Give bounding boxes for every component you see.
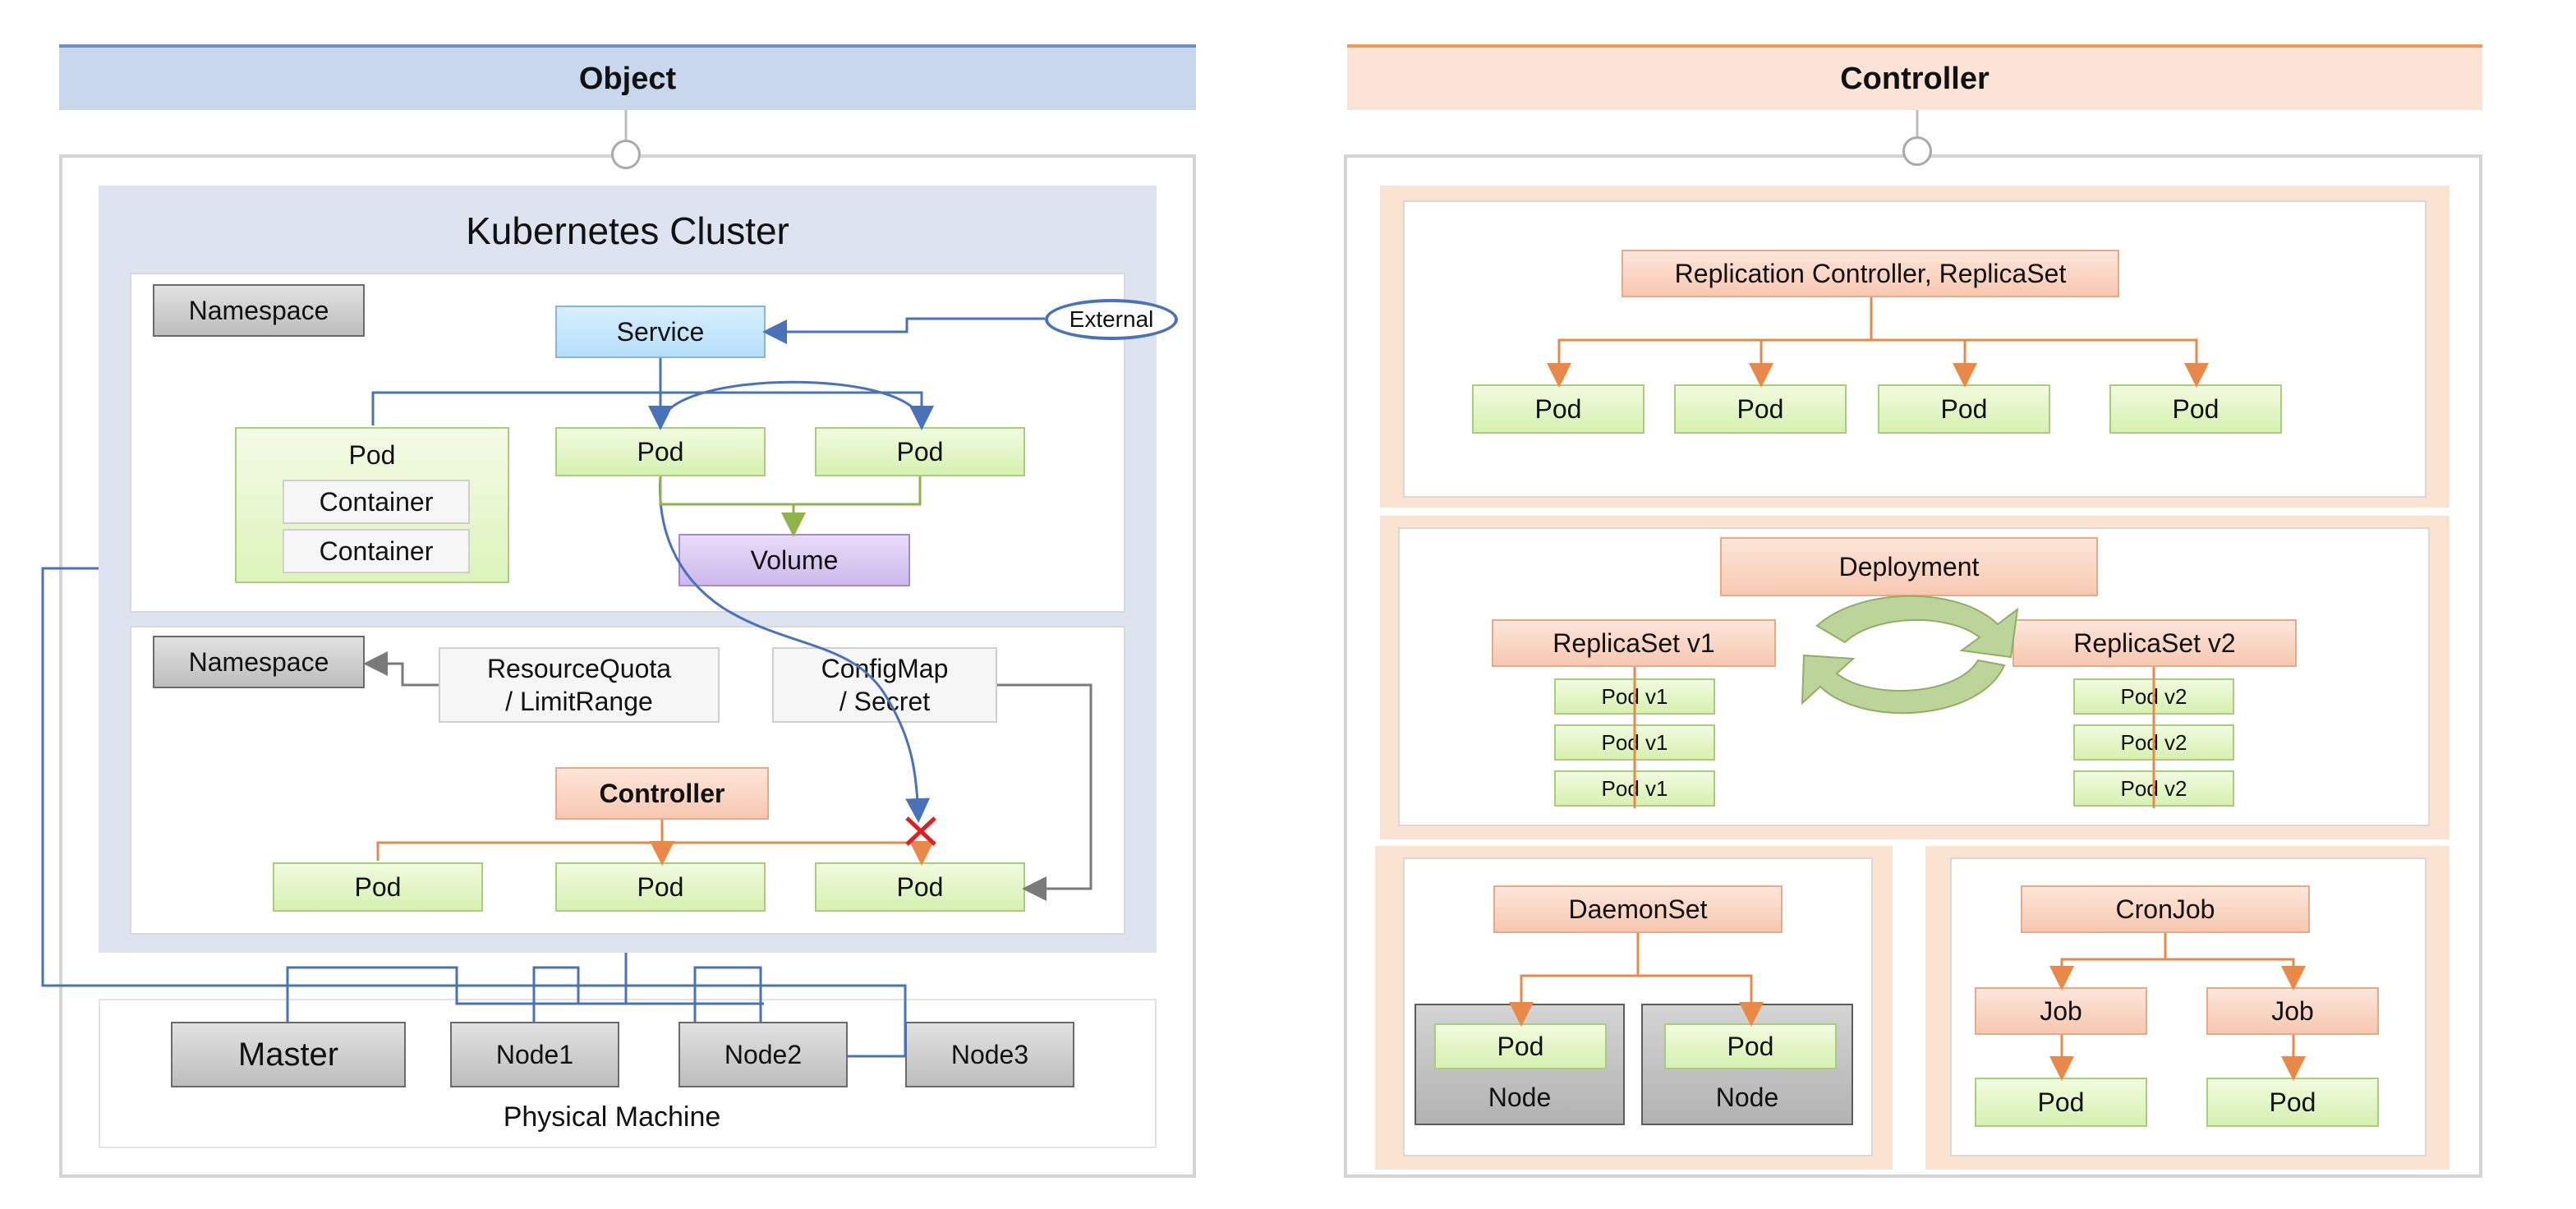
replicaset-links	[1633, 667, 2155, 808]
rolling-update-cycle-icon	[1801, 595, 2019, 715]
namespace-2-label: Namespace	[153, 636, 365, 688]
object-header: Object	[59, 44, 1196, 110]
cronjob-links	[2049, 933, 2306, 1081]
node-links	[41, 567, 907, 1058]
object-header-label: Object	[578, 61, 677, 96]
header-connectors	[624, 110, 1919, 141]
controller-connector-icon	[1902, 136, 1932, 166]
ds-node-2-label: Node	[1715, 1082, 1779, 1112]
controller-links	[376, 820, 934, 866]
controller-box: Controller	[555, 767, 769, 820]
replication-links	[1547, 297, 2209, 388]
object-connector-icon	[611, 140, 641, 169]
ds-node-1-pod: Pod	[1434, 1023, 1607, 1069]
rc-pod-4: Pod	[2109, 384, 2282, 434]
deployment-box: Deployment	[1720, 537, 2098, 596]
container-2: Container	[283, 529, 470, 573]
job-2-pod: Pod	[2206, 1078, 2379, 1127]
ns2-pod-1: Pod	[273, 862, 483, 912]
volume-links	[659, 476, 922, 537]
node3-box: Node3	[905, 1022, 1074, 1087]
replication-controller-box: Replication Controller, ReplicaSet	[1622, 250, 2119, 297]
resourcequota-line-1: ResourceQuota	[486, 654, 672, 683]
replicaset-v2-box: ReplicaSet v2	[2012, 619, 2297, 667]
node1-box: Node1	[450, 1022, 619, 1087]
namespace-1-label: Namespace	[153, 284, 365, 337]
external-ellipse: External	[1045, 299, 1178, 340]
ns2-pod-2: Pod	[555, 862, 766, 912]
master-box: Master	[171, 1022, 406, 1087]
rc-pod-1: Pod	[1472, 384, 1644, 434]
job-2-box: Job	[2206, 987, 2379, 1035]
physical-machine-label: Physical Machine	[503, 1101, 721, 1133]
service-links	[371, 317, 1045, 823]
rc-pod-3: Pod	[1878, 384, 2050, 434]
ns2-pod-3: Pod	[815, 862, 1025, 912]
pod-a: Pod	[555, 427, 766, 476]
controller-header-label: Controller	[1840, 61, 1990, 96]
container-1: Container	[283, 480, 470, 524]
namespace-2-links	[363, 651, 1092, 901]
configmap-line-1: ConfigMap	[821, 654, 949, 683]
cluster-title: Kubernetes Cluster	[466, 209, 789, 252]
controller-header: Controller	[1347, 44, 2482, 110]
ds-node-2-pod: Pod	[1664, 1023, 1837, 1069]
daemonset-links	[1509, 933, 1764, 1027]
job-1-box: Job	[1975, 987, 2147, 1035]
node2-box: Node2	[678, 1022, 848, 1087]
cronjob-box: CronJob	[2021, 885, 2310, 933]
pod-v2-2: Pod v2	[2073, 724, 2234, 761]
resourcequota-box: ResourceQuota / LimitRange	[439, 647, 720, 723]
configmap-box: ConfigMap / Secret	[772, 647, 997, 723]
pod-group-title: Pod	[348, 439, 396, 470]
configmap-line-2: / Secret	[839, 687, 931, 716]
ds-node-1-label: Node	[1488, 1082, 1552, 1112]
volume-box: Volume	[678, 534, 910, 586]
replicaset-v1-box: ReplicaSet v1	[1492, 619, 1776, 667]
red-x-icon	[905, 816, 936, 846]
resourcequota-line-2: / LimitRange	[505, 687, 653, 716]
daemonset-box: DaemonSet	[1493, 885, 1782, 933]
